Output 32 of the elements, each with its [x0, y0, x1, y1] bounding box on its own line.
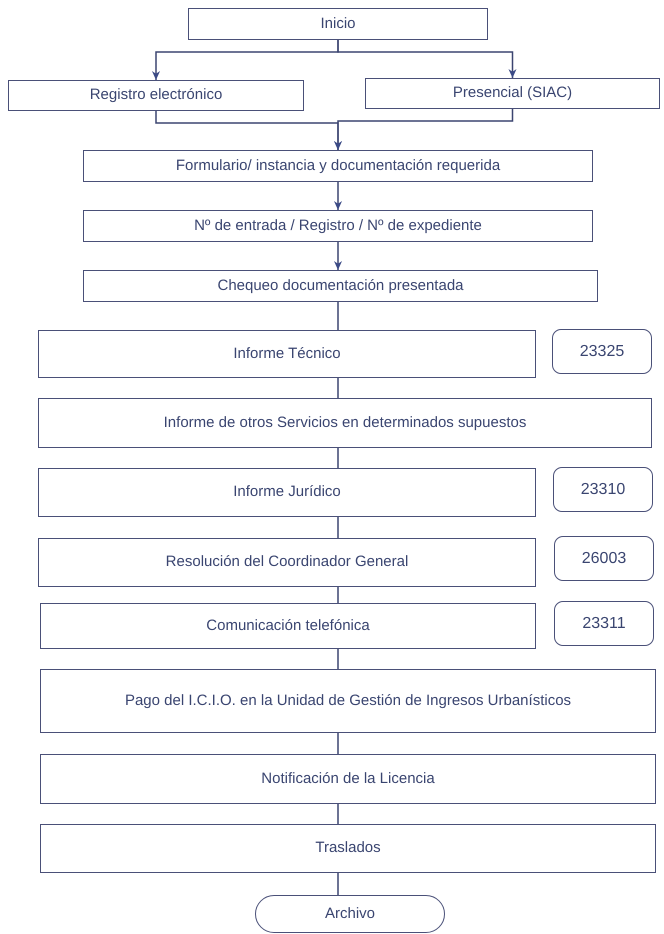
process-box: Formulario/ instancia y documentación requerida: [83, 150, 593, 182]
process-box: Pago del I.C.I.O. en la Unidad de Gestión de Ingresos Urbanísticos: [40, 669, 656, 733]
connector-line: [337, 873, 339, 895]
code-box: 23311: [554, 601, 654, 646]
process-box: Informe de otros Servicios en determinados supuestos: [38, 398, 652, 448]
connector-line: [337, 587, 339, 603]
arrow: [337, 40, 517, 78]
process-box: Registro electrónico: [8, 80, 304, 111]
code-box: 23325: [552, 329, 652, 374]
process-box: Chequeo documentación presentada: [83, 270, 598, 302]
connector-line: [337, 378, 339, 398]
code-box: 26003: [554, 536, 654, 581]
process-box: Inicio: [188, 8, 488, 40]
connector-line: [337, 517, 339, 538]
connector-line: [337, 649, 339, 669]
connector-line: [337, 804, 339, 824]
process-box: Resolución del Coordinador General: [38, 538, 536, 587]
connector-line: [337, 733, 339, 754]
arrow: [334, 109, 514, 150]
process-box: Informe Jurídico: [38, 468, 536, 517]
arrow: [334, 242, 342, 270]
arrow: [334, 182, 342, 210]
terminal-box: Archivo: [255, 895, 445, 933]
process-box: Comunicación telefónica: [40, 603, 536, 649]
connector-line: [337, 302, 339, 330]
process-box: Informe Técnico: [38, 330, 536, 378]
connector-line: [337, 448, 339, 468]
code-box: 23310: [553, 467, 653, 512]
process-box: Notificación de la Licencia: [40, 754, 656, 804]
process-box: Presencial (SIAC): [365, 78, 660, 109]
process-box: Traslados: [40, 824, 656, 873]
process-box: Nº de entrada / Registro / Nº de expediente: [83, 210, 593, 242]
